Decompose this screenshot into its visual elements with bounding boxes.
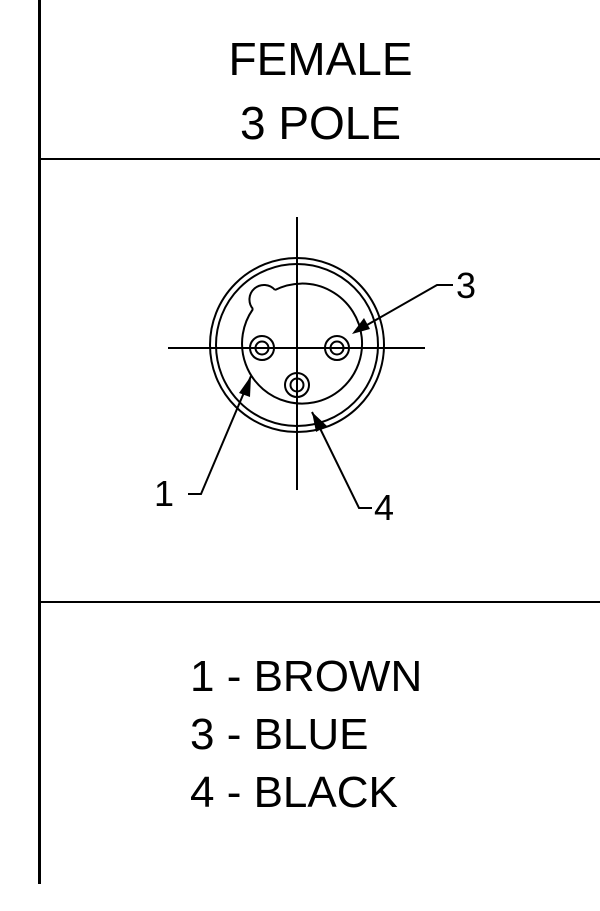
pin-3-inner bbox=[329, 340, 345, 356]
pin-callout-4: 4 bbox=[374, 487, 394, 528]
connector-gender-title: FEMALE bbox=[228, 33, 413, 85]
legend-divider bbox=[38, 601, 600, 603]
pin-3-outer bbox=[324, 335, 350, 361]
connector-inner-ring bbox=[215, 263, 379, 427]
legend-item-pin-1: 1 - BROWN bbox=[190, 652, 423, 701]
keyway-insert-outline bbox=[241, 282, 364, 405]
leader-line-1 bbox=[188, 375, 252, 495]
leader-arrowhead-3 bbox=[352, 318, 370, 334]
keyway-notch bbox=[248, 283, 276, 310]
connector-outer-ring bbox=[209, 257, 385, 433]
pin-callout-3: 3 bbox=[456, 265, 476, 306]
leader-arrowhead-4 bbox=[312, 412, 327, 432]
pin-1-inner bbox=[254, 340, 270, 356]
legend-item-pin-3: 3 - BLUE bbox=[190, 710, 369, 759]
connector-pole-title: 3 POLE bbox=[239, 97, 402, 149]
pin-4-inner bbox=[289, 377, 305, 393]
legend-item-pin-4: 4 - BLACK bbox=[190, 768, 398, 817]
leader-line-4 bbox=[311, 411, 372, 509]
pin-callout-1: 1 bbox=[154, 473, 174, 514]
leader-line-3 bbox=[359, 284, 453, 330]
pin-1-outer bbox=[249, 335, 275, 361]
pin-4-outer bbox=[284, 372, 310, 398]
title-divider bbox=[38, 158, 600, 160]
drawing-left-border bbox=[38, 0, 41, 884]
leader-arrowhead-1 bbox=[239, 376, 251, 397]
